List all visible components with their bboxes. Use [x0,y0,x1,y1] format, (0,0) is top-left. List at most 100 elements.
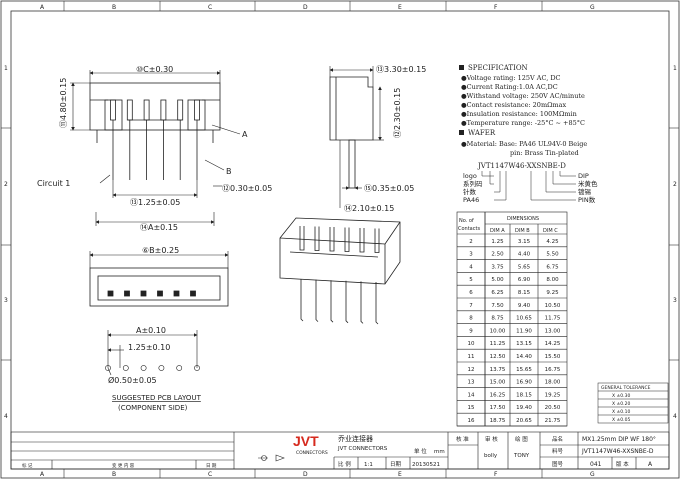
pcb-layout [105,330,200,376]
table-cell: 14.40 [516,354,532,360]
dwg-label: 图号 [552,460,564,468]
table-cell: 1.25 [491,239,504,245]
table-cell: 8 [469,316,473,322]
table-cell: 8.15 [518,290,531,296]
table-cell: 5.00 [491,277,504,283]
unit-value: mm [434,449,445,455]
table-cell: 15 [468,405,475,411]
top-view [89,267,229,307]
pcb-dim-hole: Ø0.50±0.05 [108,375,157,385]
tolerance-row: X ±0.05 [612,417,630,423]
column-label-top: C [208,4,212,11]
column-label-bottom: D [303,471,308,478]
ver-value: A [648,461,653,468]
table-head-col: DIM A [490,228,505,234]
part-code-right-label: DIP [578,172,589,180]
pcb-dim-pitch: 1.25±0.10 [128,343,170,352]
tolerance-row: X ±0.10 [612,409,630,415]
row-label-right: 2 [673,181,677,188]
pcb-hole [140,365,147,371]
date-label: 日期 [390,461,402,468]
iso-pin [330,280,334,323]
part-code: JVT1147W46-XXSNBE-D [477,162,566,170]
table-cell: 18.00 [545,380,561,386]
checker-name: bolly [484,453,498,459]
part-code-right-label: 米黄色 [578,179,598,188]
table-cell: 13.15 [516,341,532,347]
table-cell: 11 [468,354,475,360]
iso-slot [314,226,320,251]
iso-pin [300,279,304,322]
spec-lines: ●Voltage rating: 125V AC, DC●Current Rat… [461,74,585,127]
table-cell: 13.75 [490,367,506,373]
column-label-bottom: G [590,471,595,478]
column-label-top: G [590,4,595,11]
rev-col-content: 变 更 内 容 [112,462,135,469]
spec-line: ●Current Rating:1.0A AC,DC [461,83,558,91]
column-label-top: D [303,4,308,11]
table-cell: 16.90 [516,380,532,386]
iso-slot [329,227,335,252]
table-cell: 2.50 [491,252,504,258]
table-cell: 5.65 [518,264,531,270]
part-label: 料号 [552,447,564,455]
part-value: JVT1147W46-XXSNBE-D [581,448,654,455]
table-cell: 6.75 [546,264,559,270]
rev-col-date: 日 期 [206,463,217,469]
top-pin [157,290,163,297]
pcb-subtitle: (COMPONENT SIDE) [118,404,188,412]
pcb-title: SUGGESTED PCB LAYOUT [112,394,202,402]
part-code-left-label: logo [463,172,477,180]
iso-pin [345,280,349,324]
spec-line: ●Withstand voltage: 250V AC/minute [461,92,585,100]
table-cell: 11.25 [490,341,506,347]
table-cell: 9 [469,328,473,334]
name-label: 品名 [552,435,563,443]
pcb-hole [158,365,165,371]
iso-slot [299,226,305,251]
table-cell: 6.90 [518,277,531,283]
top-pin [124,290,130,297]
company-cn: 乔业连接器 [338,434,373,443]
column-label-bottom: B [112,471,116,478]
table-cell: 16 [468,418,475,424]
part-code-left-label: 系列码 [463,179,483,188]
table-cell: 10 [468,341,475,347]
front-contact [194,99,200,121]
drawer-name: TONY [513,453,530,459]
table-cell: 8.00 [546,277,559,283]
table-cell: 13.00 [545,328,561,334]
table-cell: 11.90 [516,328,532,334]
table-cell: 9.40 [518,303,531,309]
top-pin [173,290,180,297]
dim-height-left: ⑪4.80±0.15 [59,78,68,128]
front-contact [143,99,150,121]
row-label-left: 2 [4,181,8,188]
table-cell: 3.75 [491,264,504,270]
column-label-top: F [494,4,498,11]
table-cell: 20.65 [516,418,532,424]
side-dims [329,66,384,208]
row-label-right: 4 [673,413,677,420]
ratio-value: 1:1 [364,462,373,468]
tolerance-outline [597,382,669,424]
top-pin [190,290,196,297]
table-cell: 5.50 [546,252,559,258]
iso-slot [374,228,380,253]
table-cell: 7.50 [491,303,504,309]
top-dims [89,251,229,268]
table-cell: 10.00 [490,328,506,334]
table-cell: 4 [469,264,473,270]
tolerance-row: X ±0.30 [612,393,630,399]
logo-sub: CONNECTORS [296,450,328,456]
table-cell: 14.25 [545,341,561,347]
iso-pin [315,279,319,322]
table-head-no: No. of [459,218,474,224]
table-cell: 15.65 [516,367,532,373]
